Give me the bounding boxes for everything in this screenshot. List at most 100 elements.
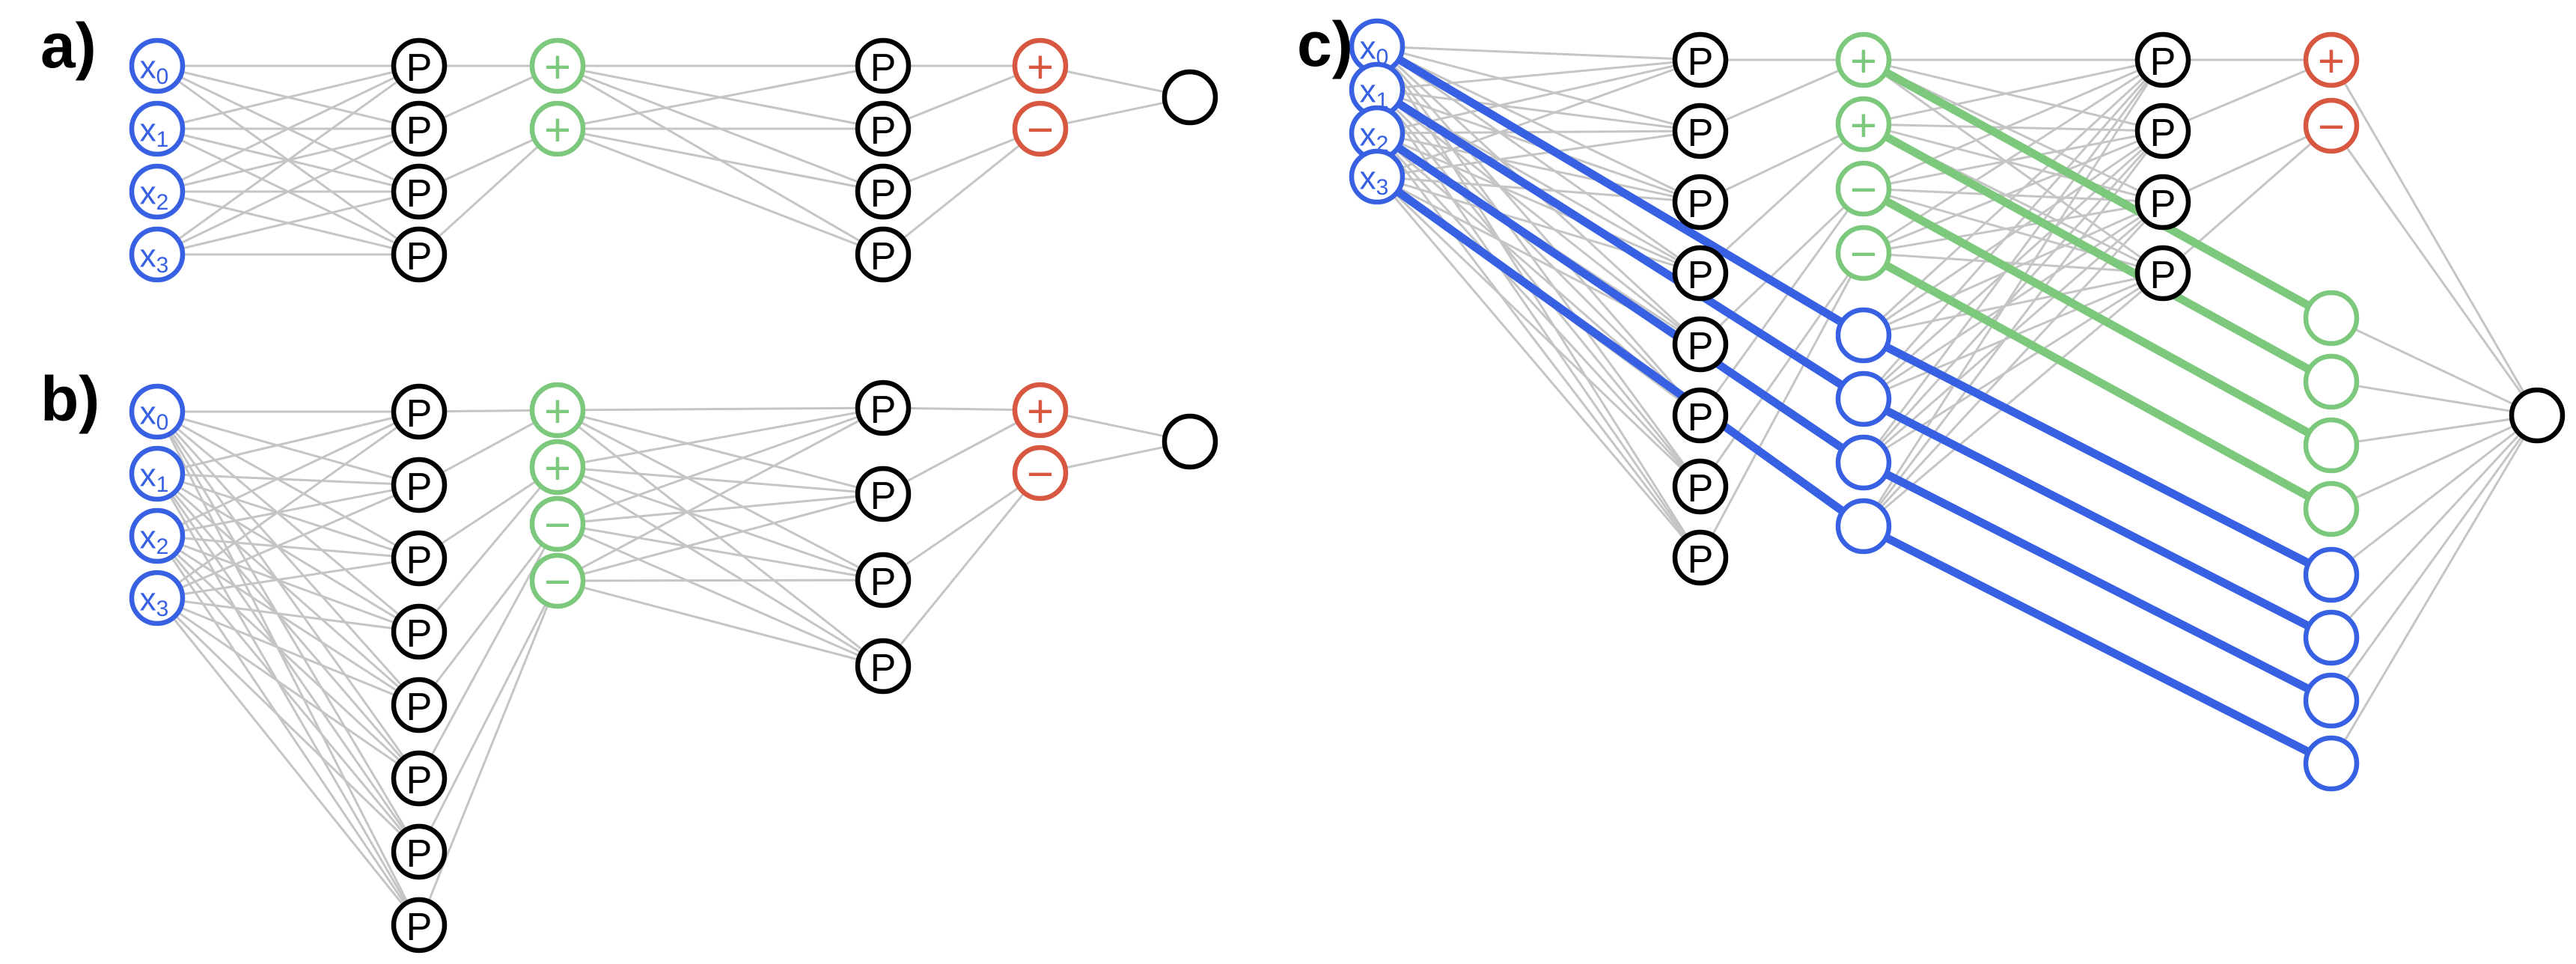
product-node-circle	[2134, 245, 2191, 302]
product-node-circle	[391, 750, 448, 807]
connection-b-g2-p20	[557, 406, 884, 525]
node-c-g3-2: −	[1835, 160, 1892, 217]
node-c-g3-1: +	[1835, 96, 1892, 153]
product-node-label: P	[1688, 40, 1714, 84]
node-b-r-0: +	[1012, 382, 1069, 439]
connection-a-g1-p22	[557, 127, 884, 193]
connection-b-in0-p17	[156, 411, 421, 926]
node-b-in-2: x2	[129, 507, 186, 564]
connection-c-b50-out0	[2331, 414, 2538, 576]
product-node-label: P	[870, 235, 897, 278]
connection-c-in0-p15	[1376, 46, 1702, 416]
connection-b-in0-p12	[156, 410, 420, 560]
connection-b-g2-p21	[557, 492, 884, 525]
connection-b-p13-g1	[418, 466, 559, 632]
connection-thick-c-in1-b31	[1375, 86, 1866, 403]
connection-b-in2-p10	[156, 410, 420, 537]
connection-b-g1-p23	[557, 466, 884, 668]
plain-node-circle	[2303, 672, 2360, 729]
node-c-p4-0: P	[2134, 31, 2191, 88]
connection-c-g32-p41	[1863, 129, 2164, 190]
node-a-in-3: x3	[129, 226, 186, 283]
connection-a-g1-p20	[557, 64, 884, 130]
product-node-circle	[1672, 387, 1729, 444]
edges-thin-a	[156, 64, 1191, 256]
connection-b-in1-p15	[156, 473, 421, 779]
connection-c-in2-p12	[1376, 132, 1701, 204]
node-c-p4-3: P	[2134, 245, 2191, 302]
product-node-label: P	[2150, 183, 2176, 226]
connection-b-in2-p12	[156, 534, 420, 560]
product-node-circle	[855, 466, 912, 522]
product-node-label: P	[870, 172, 897, 216]
product-node-circle	[391, 226, 448, 283]
connection-c-p14-g32	[1699, 187, 1865, 346]
node-b-p1-0: P	[391, 383, 448, 440]
product-node-circle	[2134, 31, 2191, 88]
connection-c-in0-p11	[1376, 45, 1701, 132]
connection-thick-c-b31-b51	[1861, 395, 2334, 641]
connection-b-g3-p20	[557, 406, 884, 582]
plain-node-circle	[2303, 546, 2360, 603]
node-c-p1-3: P	[1672, 245, 1729, 302]
connection-b-in3-p17	[156, 597, 421, 926]
connection-b-p22-r1	[882, 472, 1041, 582]
node-c-g3-0: +	[1835, 31, 1892, 88]
product-node-circle	[1672, 316, 1729, 373]
op-node-label: +	[1027, 386, 1054, 438]
product-node-circle	[855, 100, 912, 157]
connection-thick-c-b30-b50	[1861, 332, 2334, 579]
connection-b-in2-p13	[156, 534, 420, 633]
op-node-label: −	[1027, 105, 1054, 156]
connection-c-b33-p40	[1862, 59, 2164, 527]
connection-c-g32-p40	[1863, 58, 2164, 190]
node-a-p2-3: P	[855, 226, 912, 283]
product-node-label: P	[406, 686, 433, 729]
node-b-in-1: x1	[129, 445, 186, 502]
plain-node-circle	[1835, 434, 1892, 491]
connection-c-g30-p43	[1863, 58, 2164, 275]
connection-b-g2-p22	[557, 522, 884, 582]
node-a-g-0: +	[529, 37, 586, 94]
node-a-r-0: +	[1012, 37, 1069, 94]
node-c-p1-2: P	[1672, 174, 1729, 231]
input-node-circle	[129, 226, 186, 283]
connection-thick-c-b32-b52	[1861, 459, 2334, 704]
product-node-circle	[391, 457, 448, 513]
node-a-p2-2: P	[855, 163, 912, 220]
connection-thick-c-in2-b32	[1374, 129, 1867, 466]
plain-node-circle	[2303, 417, 2360, 474]
node-b-p2-3: P	[855, 638, 912, 695]
node-c-p4-2: P	[2134, 174, 2191, 231]
node-b-g-2: −	[529, 495, 586, 552]
product-node-circle	[855, 552, 912, 608]
connection-b-in1-p16	[156, 473, 421, 852]
connection-a-p13-g1	[418, 127, 559, 256]
op-node-label: +	[544, 105, 571, 156]
input-node-label: x2	[140, 519, 169, 559]
connection-c-b31-p40	[1862, 59, 2164, 400]
connection-a-in3-p10	[156, 64, 420, 256]
product-node-circle	[855, 163, 912, 220]
op-node-label: −	[1027, 449, 1054, 501]
plain-node-circle	[2303, 290, 2360, 347]
input-node-circle	[1349, 148, 1405, 205]
connection-thick-c-g30-g50	[1861, 56, 2334, 322]
connection-c-g52-out0	[2331, 414, 2538, 447]
product-node-label: P	[1688, 112, 1714, 155]
op-node-label: +	[1850, 100, 1877, 152]
connection-b-p14-g2	[418, 523, 559, 706]
connection-b-in3-p13	[156, 597, 420, 633]
node-c-in-3: x3	[1349, 148, 1405, 205]
op-node-label: −	[2318, 102, 2345, 153]
product-node-circle	[391, 677, 448, 733]
product-node-label: P	[1688, 538, 1714, 582]
op-node-label: +	[1850, 36, 1877, 88]
op-node-label: −	[544, 500, 571, 552]
connection-a-in2-p10	[156, 64, 420, 193]
op-node-circle	[2303, 31, 2360, 88]
plain-node-circle	[1835, 370, 1892, 427]
connection-b-in3-p14	[156, 597, 420, 707]
